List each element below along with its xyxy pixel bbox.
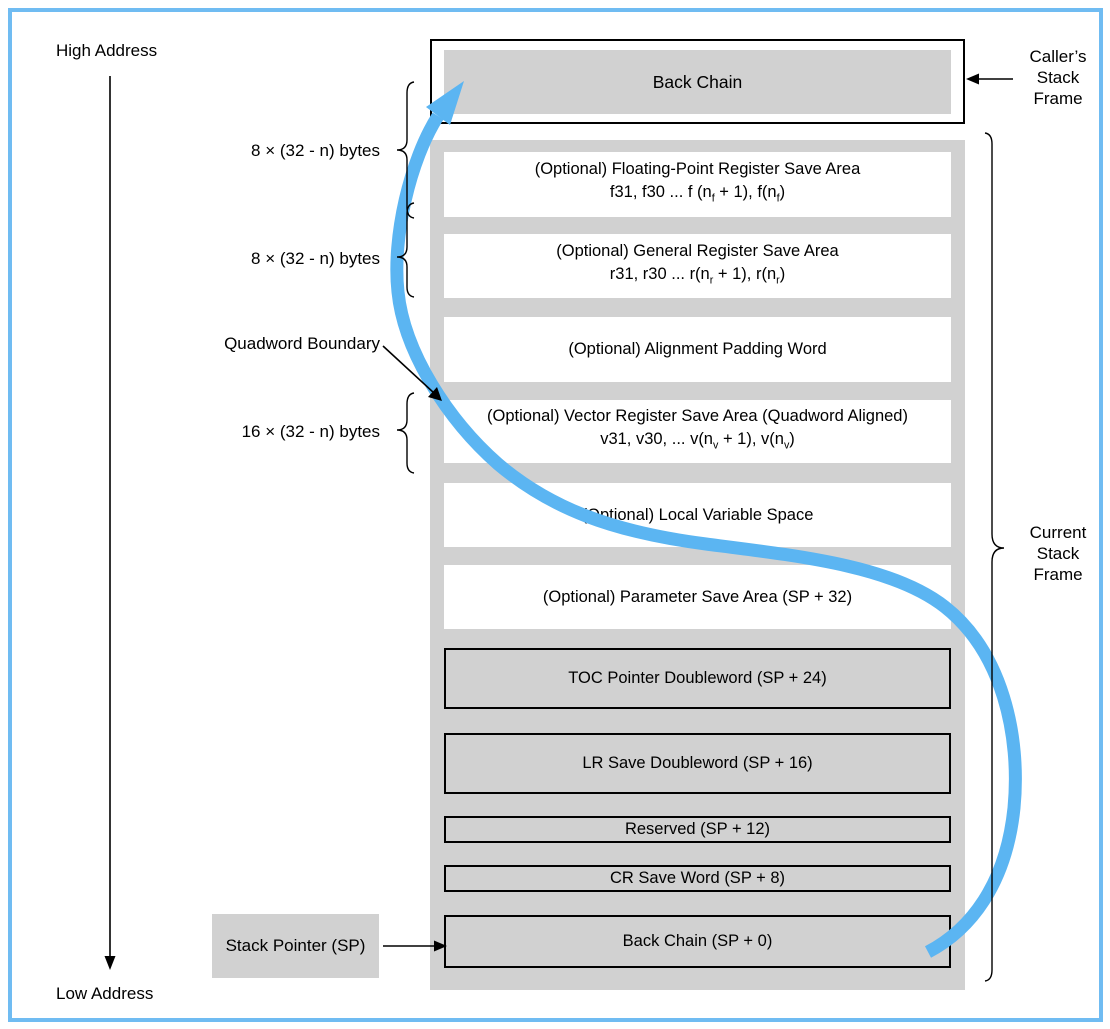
annotation-line: Stack <box>1036 544 1080 563</box>
annotation-line: Frame <box>1033 565 1083 584</box>
row-line: v31, v30, ... v(nv + 1), v(nv) <box>600 430 795 452</box>
row-line: r31, r30 ... r(nr + 1), r(nr) <box>609 264 786 287</box>
row-toc-pointer-doubleword: TOC Pointer Doubleword (SP + 24) <box>444 648 951 709</box>
row-line: (Optional) Alignment Padding Word <box>568 340 827 358</box>
fp-area-size-label: 8 × (32 - n) bytes <box>251 141 380 160</box>
high-address-label: High Address <box>56 41 158 60</box>
current-stack-frame-container: (Optional) Floating-Point Register Save … <box>430 140 965 990</box>
stack-pointer-box: Stack Pointer (SP) <box>212 914 379 978</box>
row-line: (Optional) Parameter Save Area (SP + 32) <box>542 587 853 606</box>
annotation-line: Current <box>1029 523 1087 542</box>
row-line: Back Chain (SP + 0) <box>622 932 773 950</box>
callers-back-chain-label: Back Chain <box>652 71 743 92</box>
row-cr-save-word: CR Save Word (SP + 8) <box>444 865 951 892</box>
low-address-label: Low Address <box>56 984 154 1003</box>
row-back-chain-sp0: Back Chain (SP + 0) <box>444 915 951 968</box>
row-reserved: Reserved (SP + 12) <box>444 816 951 843</box>
row-fp-register-save-area: (Optional) Floating-Point Register Save … <box>444 152 951 217</box>
callers-back-chain-box: Back Chain <box>430 39 965 124</box>
row-line: TOC Pointer Doubleword (SP + 24) <box>568 669 827 687</box>
row-line: f31, f30 ... f (nf + 1), f(nf) <box>609 183 786 205</box>
row-line: (Optional) Local Variable Space <box>581 505 814 524</box>
row-line: LR Save Doubleword (SP + 16) <box>582 754 813 772</box>
row-local-variable-space: (Optional) Local Variable Space <box>444 483 951 547</box>
row-line: (Optional) Floating-Point Register Save … <box>534 160 861 179</box>
stack-pointer-label: Stack Pointer (SP) <box>225 936 366 955</box>
current-stack-frame-annotation: Current Stack Frame <box>998 522 1110 585</box>
row-line: CR Save Word (SP + 8) <box>610 869 785 887</box>
gr-area-size-label: 8 × (32 - n) bytes <box>251 249 380 268</box>
figure-border <box>8 8 1103 1022</box>
row-line: (Optional) General Register Save Area <box>556 241 839 260</box>
row-parameter-save-area: (Optional) Parameter Save Area (SP + 32) <box>444 565 951 629</box>
callers-back-chain-cell: Back Chain <box>444 50 951 114</box>
row-line: Reserved (SP + 12) <box>624 820 771 838</box>
quadword-boundary-label: Quadword Boundary <box>224 334 380 353</box>
callers-stack-frame-annotation: Caller’s Stack Frame <box>998 46 1110 109</box>
annotation-line: Caller’s <box>1029 47 1087 66</box>
annotation-line: Stack <box>1036 68 1080 87</box>
row-alignment-padding-word: (Optional) Alignment Padding Word <box>444 317 951 382</box>
row-general-register-save-area: (Optional) General Register Save Area r3… <box>444 234 951 298</box>
row-lr-save-doubleword: LR Save Doubleword (SP + 16) <box>444 733 951 794</box>
vec-area-size-label: 16 × (32 - n) bytes <box>241 422 380 441</box>
annotation-line: Frame <box>1033 89 1083 108</box>
row-vector-register-save-area: (Optional) Vector Register Save Area (Qu… <box>444 400 951 463</box>
row-line: (Optional) Vector Register Save Area (Qu… <box>487 407 908 426</box>
